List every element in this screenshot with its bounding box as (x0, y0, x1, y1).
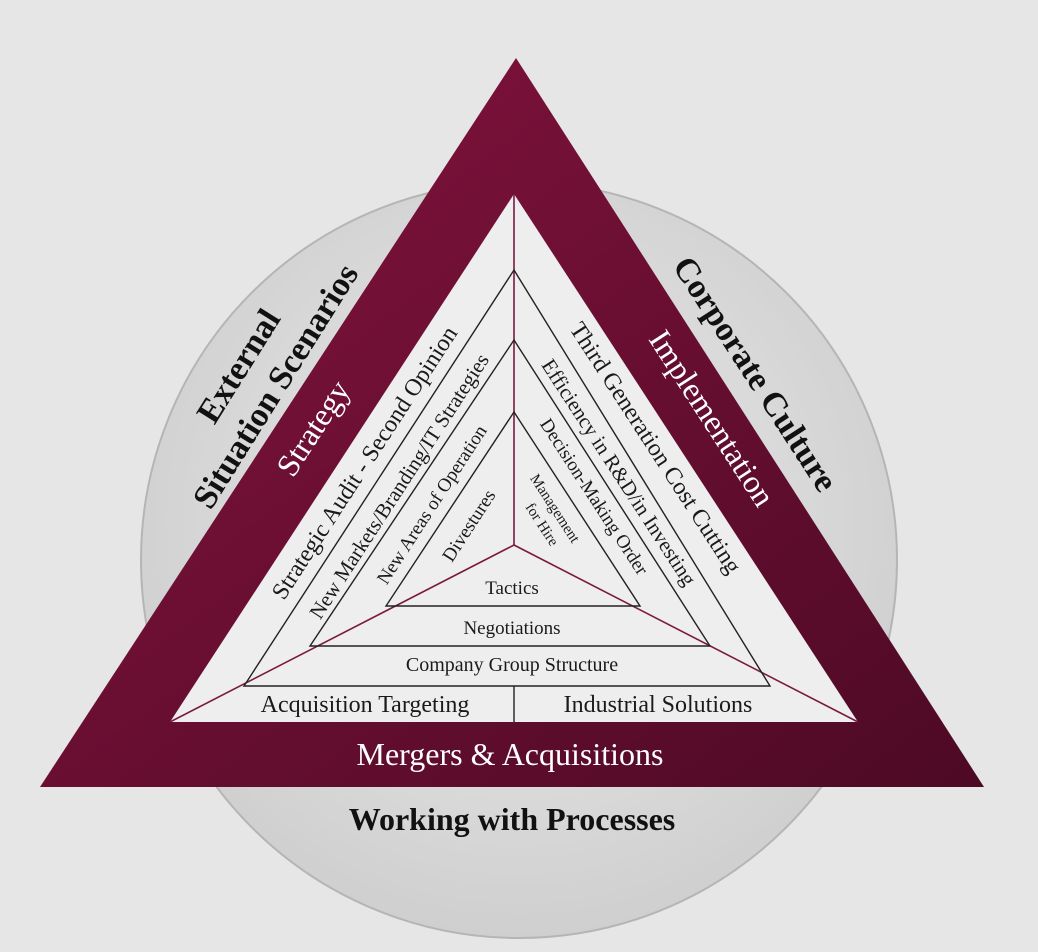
label-working-with-processes: Working with Processes (349, 801, 676, 837)
inner-divider-lines (169, 194, 859, 723)
bottom-item-negotiations: Negotiations (463, 618, 560, 639)
label-mergers-acquisitions: Mergers & Acquisitions (357, 736, 664, 772)
bottom-item-company-group-structure: Company Group Structure (406, 654, 618, 676)
bottom-item-industrial-solutions: Industrial Solutions (564, 692, 753, 718)
inner-nested-lines (242, 268, 772, 722)
bottom-item-acquisition-targeting: Acquisition Targeting (261, 692, 470, 718)
bottom-item-tactics: Tactics (485, 578, 539, 599)
